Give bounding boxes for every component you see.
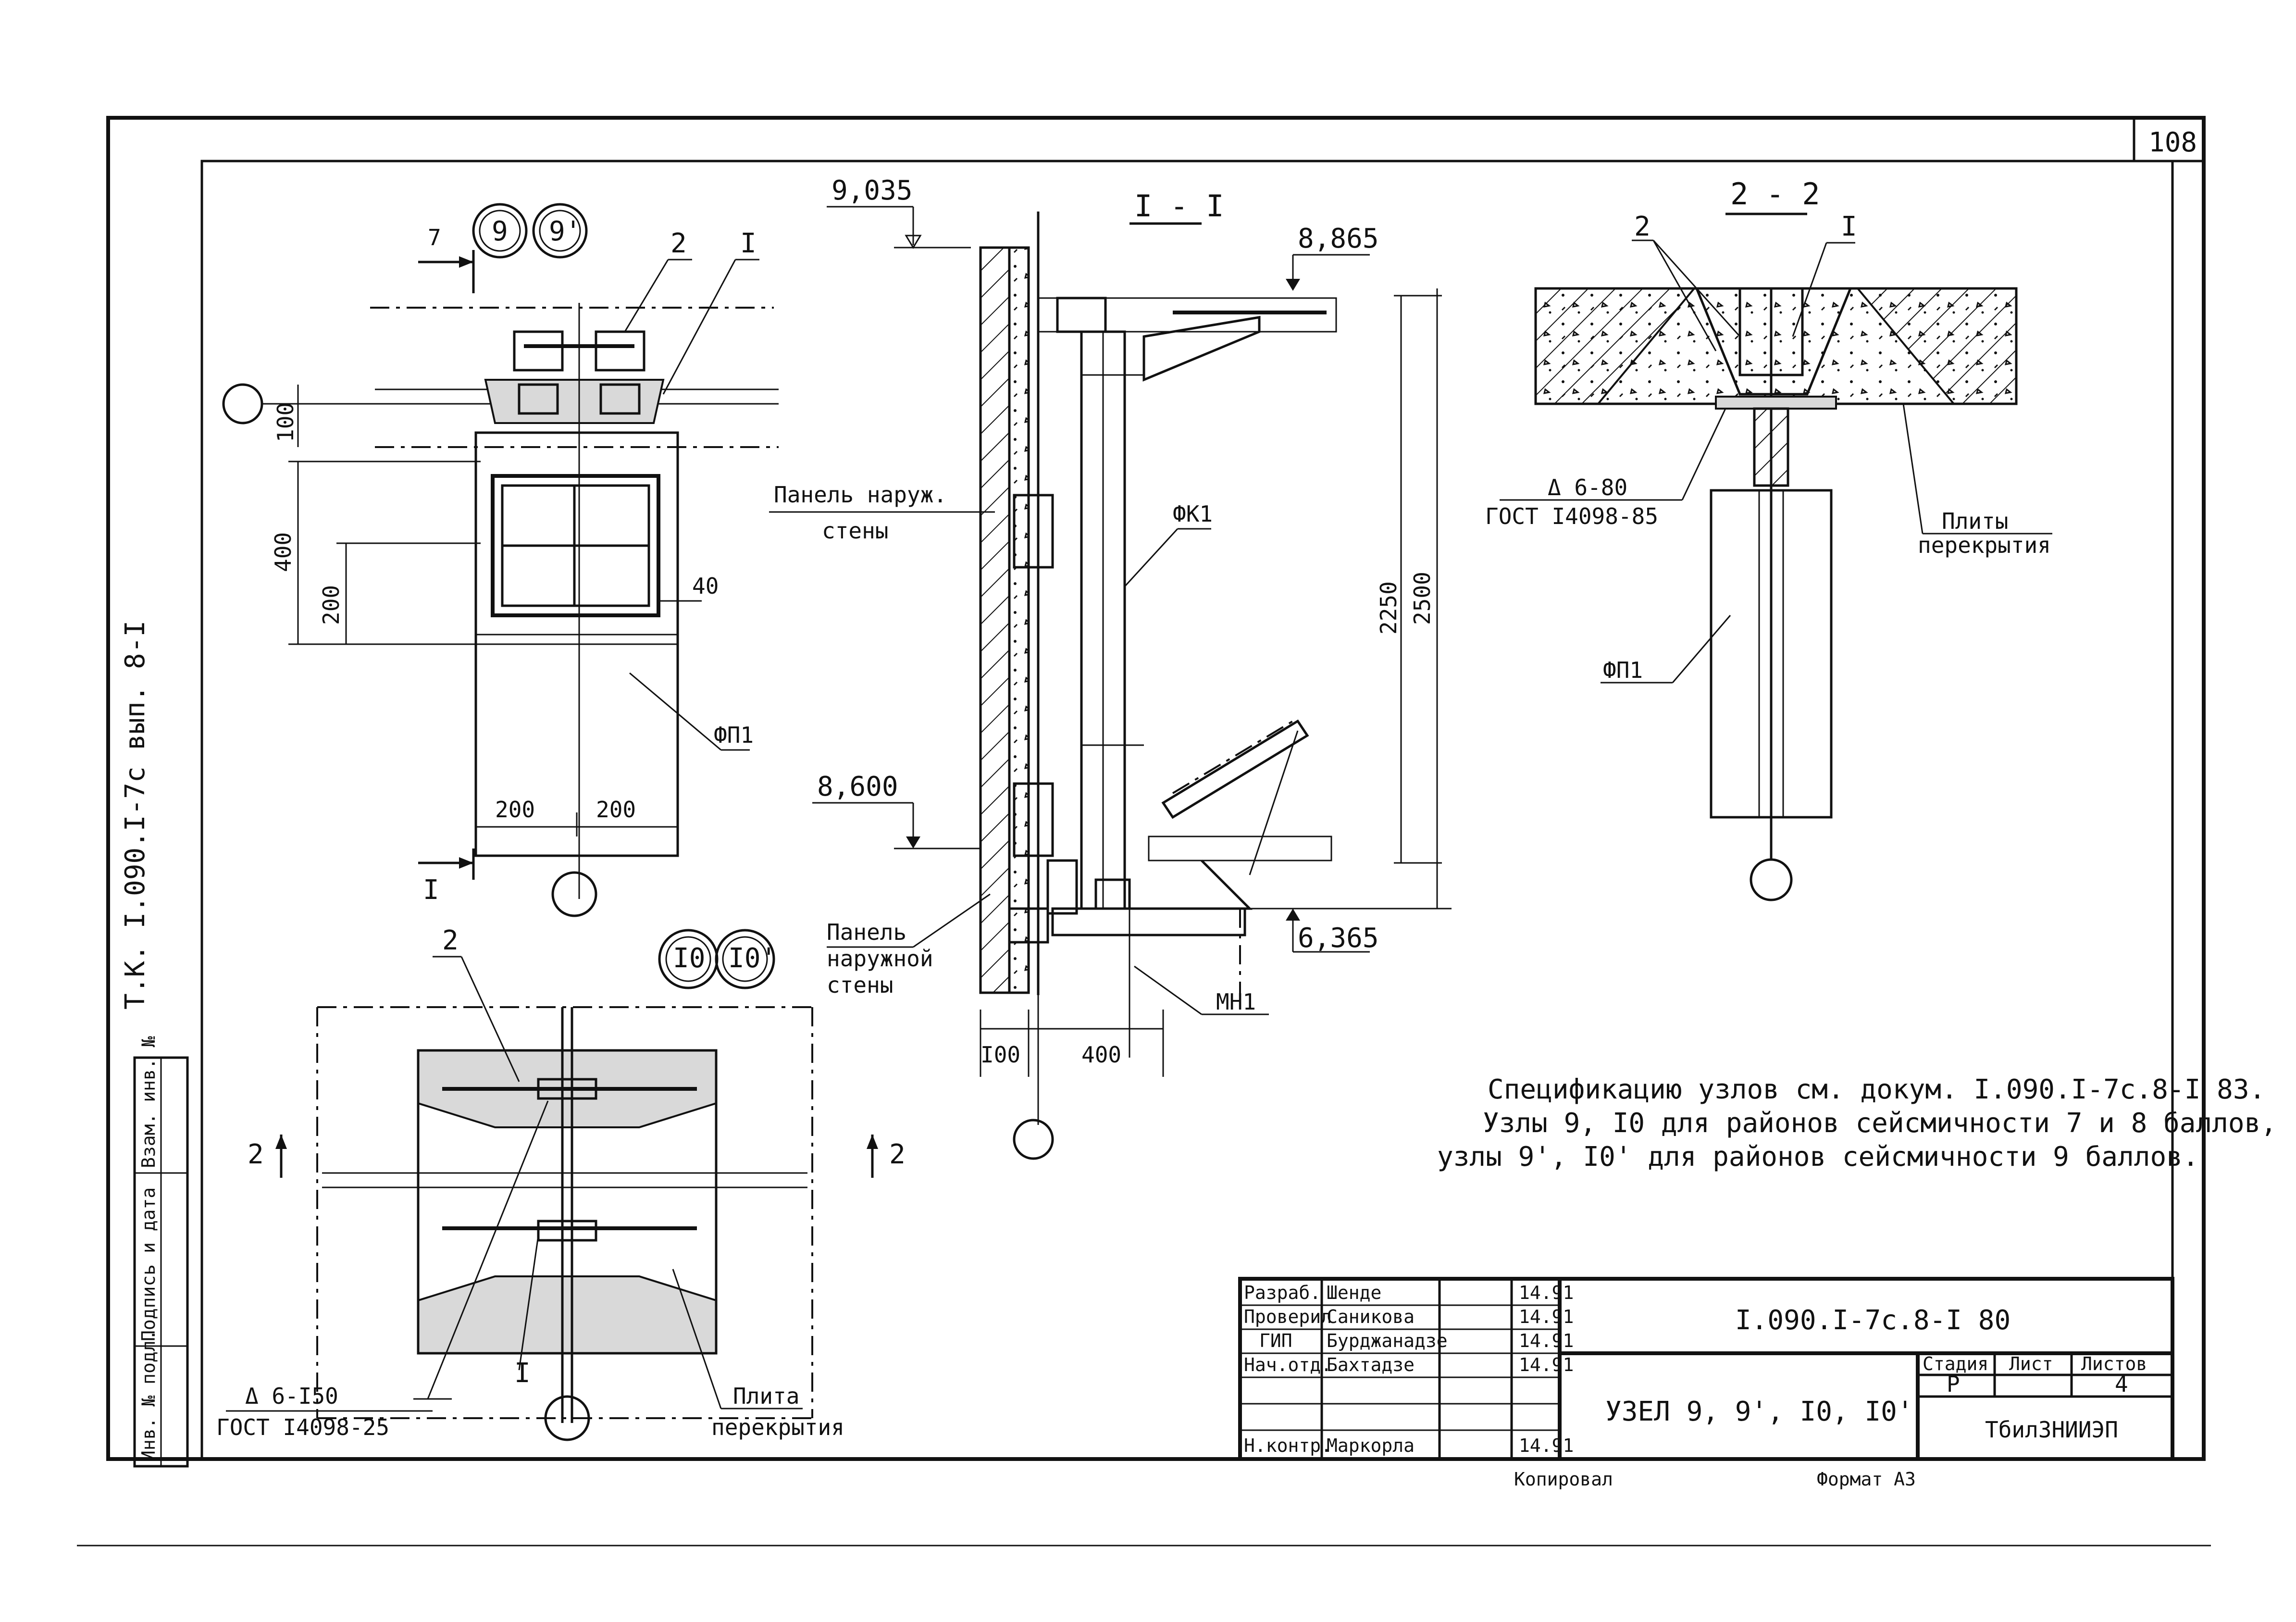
wall-label-b1: Панель xyxy=(827,919,906,945)
plan-bottom: I0 I0' 2 2 2 Δ 6-I50 ГОСТ I4098-25 I xyxy=(216,925,906,1441)
wall-label-b3: стены xyxy=(827,972,893,998)
section-1-title: I - I xyxy=(1134,188,1224,224)
section-2-right: 2 xyxy=(889,1139,906,1170)
tb-sheets-value: 4 xyxy=(2115,1371,2128,1397)
tb-date-3: 14.91 xyxy=(1519,1354,1574,1375)
weld-gost-s2: ГОСТ I4098-85 xyxy=(1485,503,1658,529)
tb-role-0: Разраб. xyxy=(1244,1282,1321,1303)
section-1-1: I - I 9,035 8,865 Панель наруж. стены ФК… xyxy=(769,175,1452,1160)
tb-doc-code: I.090.I-7c.8-I 80 xyxy=(1735,1305,2011,1336)
tb-name-6: Маркорла xyxy=(1327,1435,1415,1456)
elev-6365: 6,365 xyxy=(1298,923,1379,954)
section-arrow-bottom-label: I xyxy=(423,874,439,906)
dim-400-bottom: 400 xyxy=(1081,1042,1121,1068)
weld-note-s2: Δ 6-80 xyxy=(1548,474,1627,500)
elev-8865: 8,865 xyxy=(1298,223,1379,254)
wall-label-b2: наружной xyxy=(827,946,933,972)
sheet-frame xyxy=(77,116,2211,1547)
dim-40: 40 xyxy=(692,573,719,599)
tb-date-0: 14.91 xyxy=(1519,1282,1574,1303)
footer-format: Формат А3 xyxy=(1817,1469,1916,1490)
dim-200-right: 200 xyxy=(596,797,636,823)
slab-label-1: Плита xyxy=(733,1383,799,1409)
panel-label-fp1: ФП1 xyxy=(714,722,754,748)
callout-I-s2: I xyxy=(1841,211,1857,242)
tb-name-0: Шенде xyxy=(1327,1282,1381,1303)
callout-I-bottom: I xyxy=(514,1358,531,1389)
tb-role-1: Проверил xyxy=(1244,1306,1332,1327)
tb-stage-value: Р xyxy=(1947,1371,1960,1397)
tb-name-2: Бурджанадзе xyxy=(1327,1330,1448,1351)
side-column-3: Взам. инв. № xyxy=(138,1036,159,1168)
note-3: узлы 9', I0' для районов сейсмичности 9 … xyxy=(1437,1141,2199,1173)
tb-name-1: Саникова xyxy=(1327,1306,1415,1327)
side-column-2: Подпись и дата xyxy=(138,1187,159,1341)
tb-org: ТбилЗНИИЭП xyxy=(1985,1417,2118,1443)
tb-date-1: 14.91 xyxy=(1519,1306,1574,1327)
dim-2250: 2250 xyxy=(1376,581,1402,635)
elev-9035: 9,035 xyxy=(832,175,913,206)
tb-sheet-header: Лист xyxy=(2009,1353,2053,1374)
side-stamp: Т.К. I.090.I-7c вып. 8-I Инв. № подл. По… xyxy=(120,621,189,1468)
slab-label-2: перекрытия xyxy=(711,1414,844,1440)
weld-note-bottom: Δ 6-I50 xyxy=(245,1383,338,1409)
side-column-1: Инв. № подл. xyxy=(138,1329,159,1461)
bottom-label-mn1: МН1 xyxy=(1216,989,1256,1015)
callout-2-bottom: 2 xyxy=(442,925,459,956)
tb-sheets-header: Листов xyxy=(2081,1353,2147,1374)
plan-top: 9 9' 7 2 I 100 xyxy=(222,203,779,917)
dim-200-vertical: 200 xyxy=(318,585,344,625)
section-2-left: 2 xyxy=(248,1139,264,1170)
note-2: Узлы 9, I0 для районов сейсмичности 7 и … xyxy=(1483,1108,2277,1139)
slab-label-s2-2: перекрытия xyxy=(1918,532,2051,558)
dim-400: 400 xyxy=(270,532,296,572)
section-2-title: 2 - 2 xyxy=(1730,176,1820,212)
tb-name-3: Бахтадзе xyxy=(1327,1354,1415,1375)
dim-100: 100 xyxy=(273,402,298,442)
column-label: ФК1 xyxy=(1173,501,1213,527)
elev-8600: 8,600 xyxy=(817,771,898,802)
tb-role-3: Нач.отд. xyxy=(1244,1354,1332,1375)
dim-200-left: 200 xyxy=(495,797,535,823)
callout-2: 2 xyxy=(670,228,687,259)
page-number: 108 xyxy=(2148,127,2197,158)
side-stamp-code: Т.К. I.090.I-7c вып. 8-I xyxy=(120,621,151,1010)
note-1: Спецификацию узлов см. докум. I.090.I-7c… xyxy=(1488,1074,2265,1105)
callout-2-s2: 2 xyxy=(1634,211,1651,242)
node-label-10prime: I0' xyxy=(728,943,777,974)
slab-label-s2-1: Плиты xyxy=(1942,508,2008,534)
panel-label-s2: ФП1 xyxy=(1603,657,1643,683)
tb-role-2: ГИП xyxy=(1259,1330,1292,1351)
weld-gost-bottom: ГОСТ I4098-25 xyxy=(216,1414,389,1440)
footer-copied: Копировал xyxy=(1514,1469,1613,1490)
wall-label-2: стены xyxy=(822,518,888,544)
tb-sheet-title: УЗЕЛ 9, 9', I0, I0' xyxy=(1605,1396,1913,1427)
dim-100-bottom: I00 xyxy=(980,1042,1020,1068)
section-arrow-top-label: 7 xyxy=(428,225,441,250)
tb-date-6: 14.91 xyxy=(1519,1435,1574,1456)
node-label-9prime: 9' xyxy=(549,216,581,247)
section-2-2: 2 - 2 2 I Δ 6-80 ГОСТ I4098-85 Плиты пер… xyxy=(1485,176,2052,901)
node-label-9: 9 xyxy=(492,216,508,247)
tb-stage-header: Стадия xyxy=(1923,1353,1988,1374)
node-label-10: I0 xyxy=(673,943,705,974)
callout-I: I xyxy=(740,228,757,259)
wall-label-1: Панель наруж. xyxy=(774,482,947,508)
tb-date-2: 14.91 xyxy=(1519,1330,1574,1351)
dim-2500: 2500 xyxy=(1409,572,1435,625)
notes: Спецификацию узлов см. докум. I.090.I-7c… xyxy=(1437,1074,2277,1173)
title-block: Разраб. Шенде 14.91 Проверил Саникова 14… xyxy=(1238,1277,2174,1461)
tb-role-6: Н.контр. xyxy=(1244,1435,1332,1456)
